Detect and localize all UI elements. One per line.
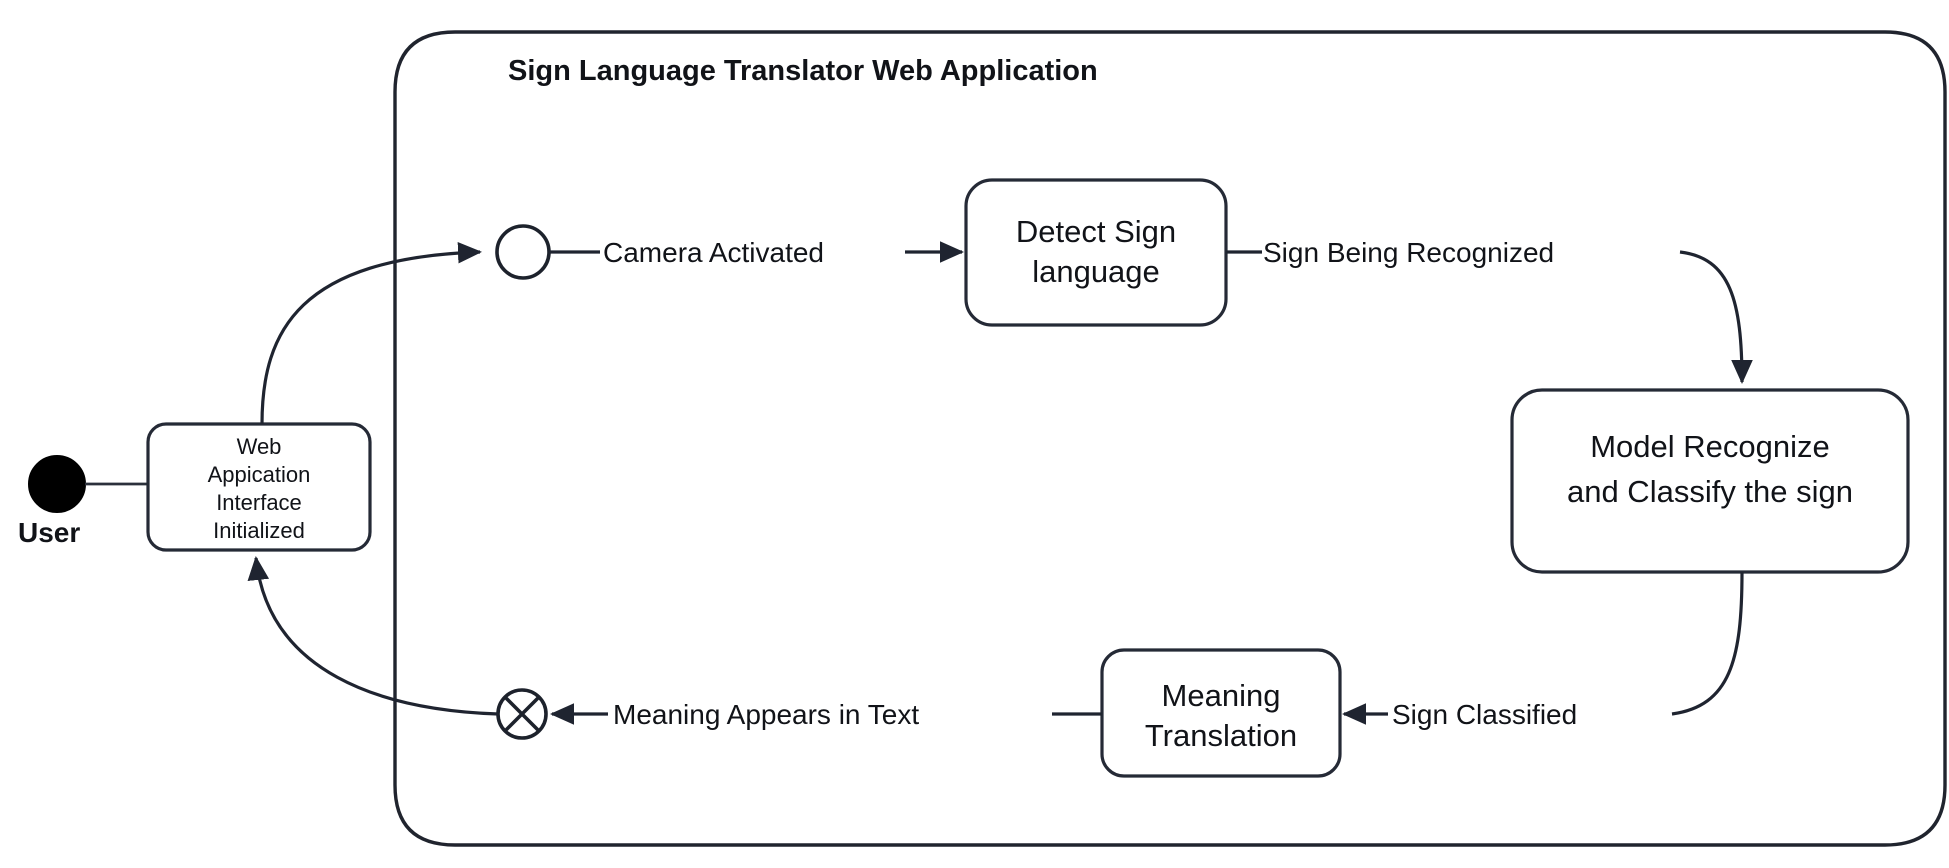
state-web-app-interface-line-2: Appication bbox=[208, 462, 311, 487]
state-detect-sign-line-2: language bbox=[1032, 254, 1160, 289]
state-web-app-interface-line-3: Interface bbox=[216, 490, 302, 515]
terminate-state-x-cross-icon bbox=[503, 695, 541, 733]
edge-label-sign-classified: Sign Classified bbox=[1392, 699, 1577, 730]
edge-terminate-to-web-app-return bbox=[247, 556, 499, 716]
state-detect-sign-line-1: Detect Sign bbox=[1016, 214, 1176, 249]
state-web-app-interface-box[interactable] bbox=[146, 422, 372, 552]
system-boundary-container bbox=[393, 30, 1947, 847]
page-title: Sign Language Translator Web Application bbox=[508, 55, 1098, 87]
state-meaning-translation-line-1: Meaning bbox=[1162, 678, 1281, 713]
state-model-recognize-line-1: Model Recognize bbox=[1590, 429, 1830, 464]
edge-label-sign-being-recognized: Sign Being Recognized bbox=[1263, 237, 1554, 268]
state-model-recognize-box[interactable] bbox=[1510, 388, 1910, 574]
edge-web-app-to-initial-state bbox=[260, 241, 482, 425]
user-actor-label: User bbox=[18, 517, 80, 548]
edge-label-meaning-appears-in-text: Meaning Appears in Text bbox=[613, 699, 919, 730]
edge-label-camera-activated: Camera Activated bbox=[603, 237, 824, 268]
state-model-recognize-line-2: and Classify the sign bbox=[1567, 474, 1853, 509]
edge-model-to-meaning-curve bbox=[1671, 571, 1744, 716]
state-meaning-translation-line-2: Translation bbox=[1145, 718, 1297, 753]
initial-state-circle-icon[interactable] bbox=[495, 224, 551, 280]
state-web-app-interface-line-4: Initialized bbox=[213, 518, 305, 543]
user-actor-node-icon bbox=[28, 455, 86, 513]
state-meaning-translation-box[interactable] bbox=[1100, 648, 1342, 778]
edge-detect-to-model-curve bbox=[1679, 250, 1753, 384]
state-web-app-interface-line-1: Web bbox=[237, 434, 282, 459]
state-detect-sign-box[interactable] bbox=[964, 178, 1228, 327]
